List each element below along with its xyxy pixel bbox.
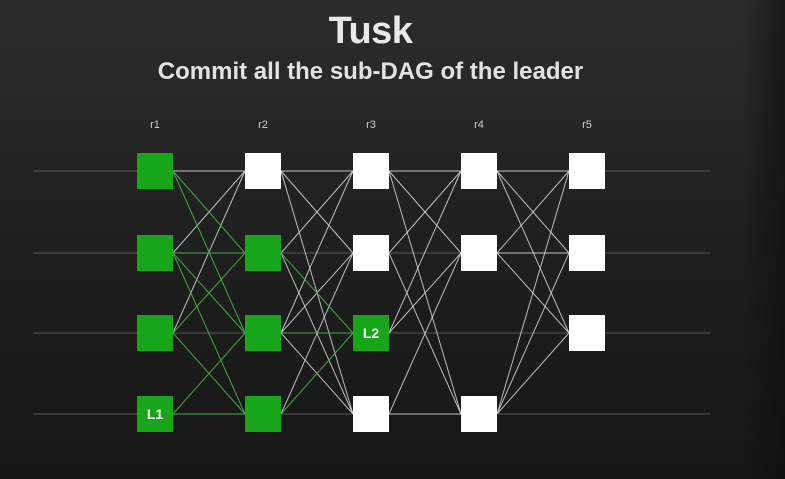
vertex-r3-2 — [353, 315, 389, 351]
vertex-r1-1 — [137, 235, 173, 271]
edge-r2-2-r3-0 — [280, 170, 354, 334]
edge-r4-0-r5-2 — [496, 170, 570, 334]
edge-r4-1-r5-2 — [496, 252, 570, 334]
edge-r3-0-r4-1 — [388, 170, 462, 254]
round-labels: r1 r2 r3 r4 r5 — [150, 119, 592, 131]
vertex-r3-1 — [353, 235, 389, 271]
edge-r2-3-r3-2 — [280, 332, 354, 415]
lane-lines — [33, 170, 710, 415]
leader-label-l2: L2 — [363, 325, 380, 341]
leader-label-l1: L1 — [147, 406, 164, 422]
edge-r1-2-r2-3 — [172, 332, 246, 415]
edge-r1-1-r2-2 — [172, 252, 246, 334]
vertex-r3-0 — [353, 153, 389, 189]
edge-r3-1-r4-3 — [388, 252, 462, 415]
slide-edge-shadow — [741, 0, 785, 479]
dag-nodes: L1 L2 — [137, 153, 605, 432]
vertex-r1-2 — [137, 315, 173, 351]
round-label-r3: r3 — [366, 119, 376, 131]
vertex-r5-2 — [569, 315, 605, 351]
dag-edges — [172, 170, 570, 415]
vertex-r3-3 — [353, 396, 389, 432]
vertex-r4-1 — [461, 235, 497, 271]
edge-r1-0-r2-2 — [172, 170, 246, 334]
edge-r4-0-r5-1 — [496, 170, 570, 254]
vertex-r2-2 — [245, 315, 281, 351]
edge-r4-3-r5-2 — [496, 332, 570, 415]
vertex-r2-1 — [245, 235, 281, 271]
vertex-r2-3 — [245, 396, 281, 432]
round-label-r5: r5 — [582, 119, 592, 131]
round-label-r4: r4 — [474, 119, 484, 131]
edge-r2-1-r3-2 — [280, 252, 354, 334]
edge-r1-1-r2-3 — [172, 252, 246, 415]
slide-title: Tusk — [328, 10, 413, 52]
edge-r4-3-r5-1 — [496, 252, 570, 415]
vertex-r5-1 — [569, 235, 605, 271]
vertex-r1-0 — [137, 153, 173, 189]
edge-r1-0-r2-1 — [172, 170, 246, 254]
vertex-r5-0 — [569, 153, 605, 189]
vertex-r2-0 — [245, 153, 281, 189]
vertex-r1-3 — [137, 396, 173, 432]
slide-subtitle: Commit all the sub-DAG of the leader — [157, 58, 584, 85]
edge-r2-0-r3-1 — [280, 170, 354, 254]
round-label-r1: r1 — [150, 119, 160, 131]
edge-r3-2-r4-0 — [388, 170, 462, 334]
vertex-r4-3 — [461, 396, 497, 432]
edge-r3-0-r4-3 — [388, 170, 462, 415]
vertex-r4-0 — [461, 153, 497, 189]
round-label-r2: r2 — [258, 119, 268, 131]
